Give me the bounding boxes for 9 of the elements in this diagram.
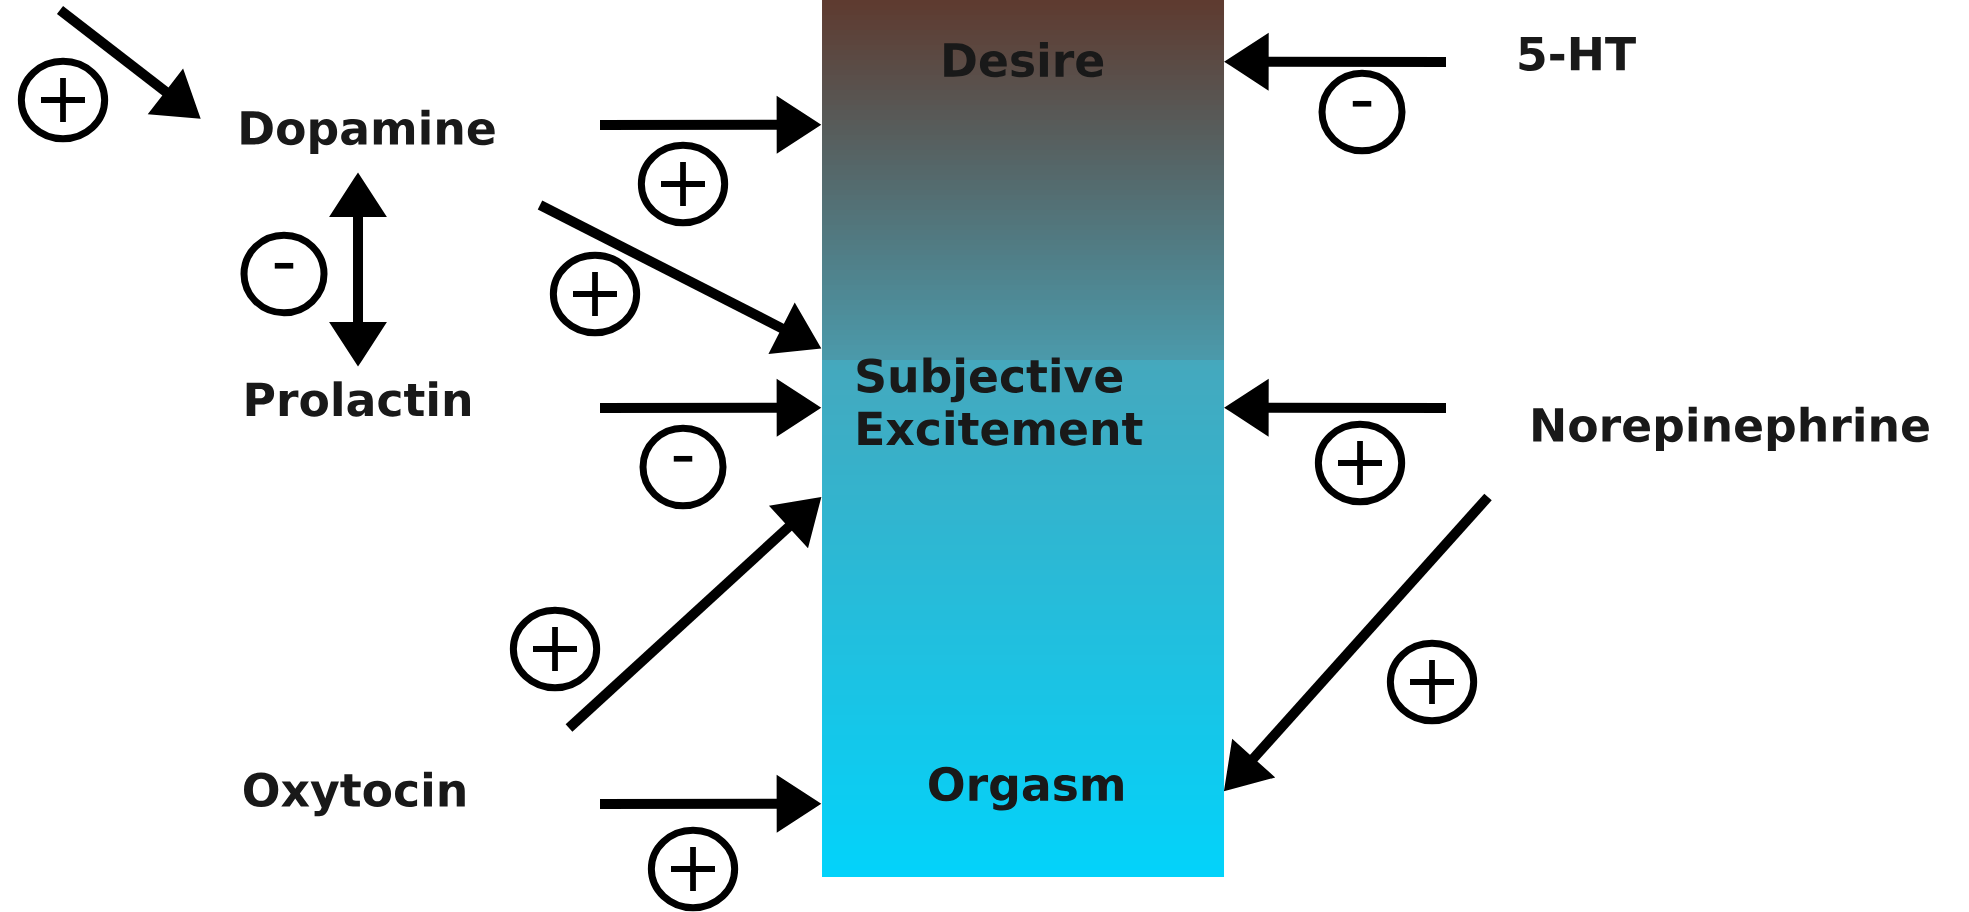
- hormone-label: Norepinephrine: [1533, 406, 1929, 452]
- hormone-label: Oxytocin: [244, 771, 465, 817]
- hormone-label: Prolactin: [246, 381, 470, 417]
- stage-label: Subjective Excitement: [857, 357, 1143, 446]
- hormone-label: 5-HT: [1519, 37, 1636, 71]
- stage-label: Desire: [944, 41, 1104, 78]
- hormone-label: Dopamine: [241, 109, 495, 155]
- gradient-bar: [822, 0, 1224, 877]
- stage-label: Orgasm: [929, 766, 1123, 811]
